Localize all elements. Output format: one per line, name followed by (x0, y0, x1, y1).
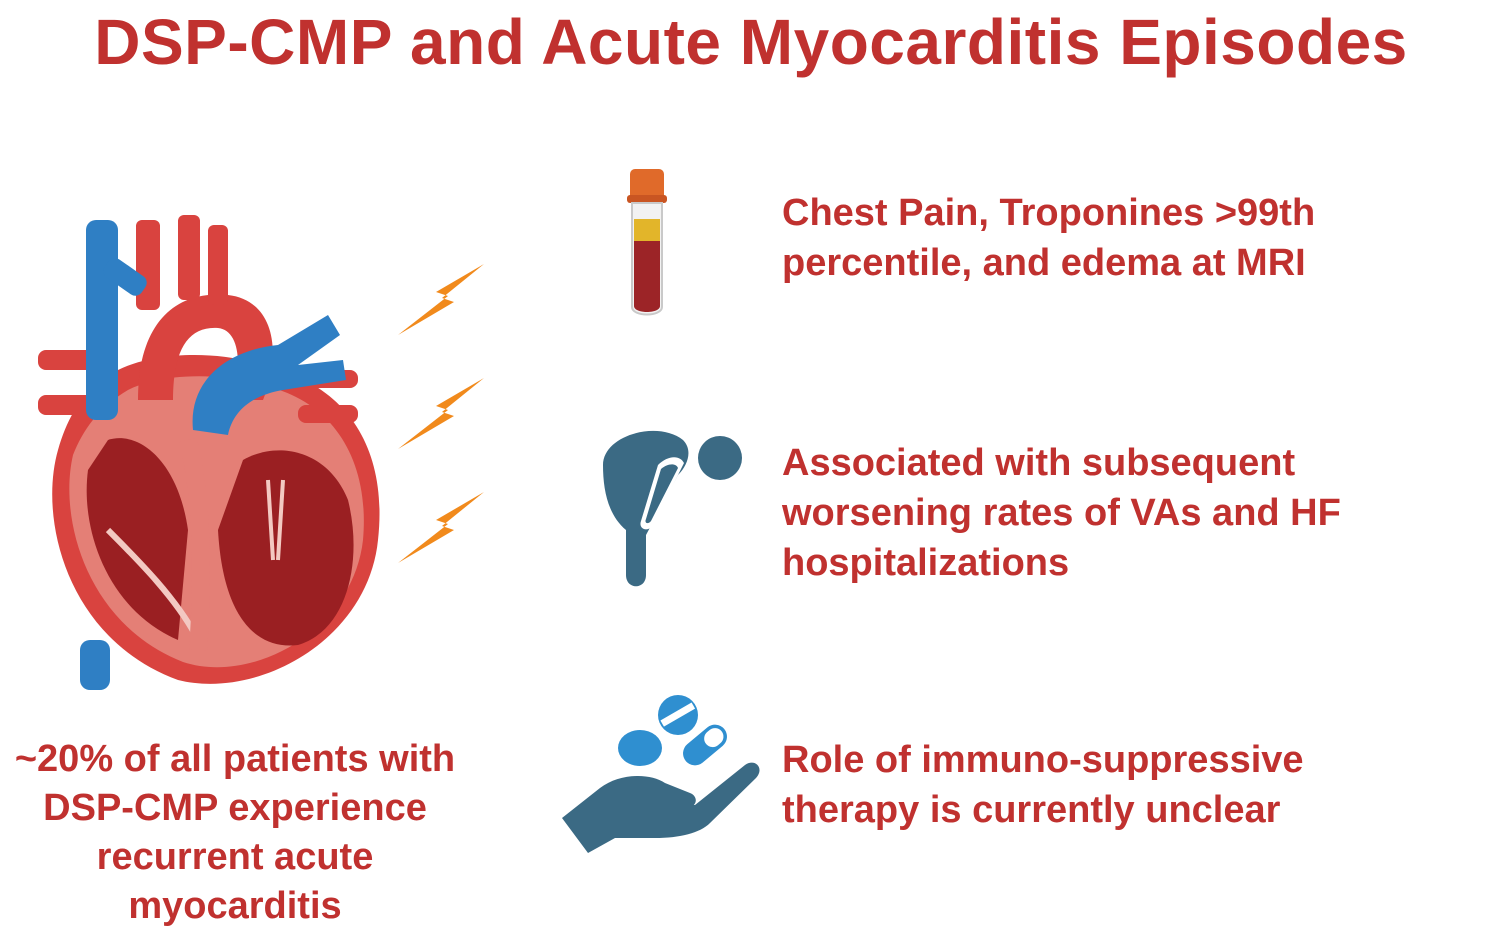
left-caption-line: ~20% of all patients with (14, 738, 456, 780)
blood-tube-icon (627, 169, 667, 316)
item-text-line: therapy is currently unclear (782, 789, 1281, 831)
heart-illustration (38, 215, 380, 690)
hand-pills-icon (562, 695, 760, 853)
item-text-line: percentile, and edema at MRI (782, 242, 1306, 284)
item-text-line: Associated with subsequent (782, 442, 1296, 484)
item-chest-pain-text: Chest Pain, Troponines >99th percentile,… (782, 188, 1315, 288)
item-text-line: Chest Pain, Troponines >99th (782, 192, 1316, 234)
item-text-line: Role of immuno-suppressive (782, 739, 1304, 781)
lightning-bolt-icon (398, 378, 484, 449)
item-text-line: hospitalizations (782, 542, 1070, 584)
bent-person-icon (603, 430, 742, 587)
page-title: DSP-CMP and Acute Myocarditis Episodes (94, 6, 1408, 78)
left-caption-line: recurrent acute (96, 836, 374, 878)
left-caption: ~20% of all patients with DSP-CMP experi… (0, 735, 470, 931)
item-associated-text: Associated with subsequent worsening rat… (782, 438, 1341, 588)
item-text-line: worsening rates of VAs and HF (782, 492, 1341, 534)
left-caption-line: myocarditis (128, 885, 342, 927)
item-role-text: Role of immuno-suppressive therapy is cu… (782, 735, 1304, 835)
left-caption-line: DSP-CMP experience (43, 787, 427, 829)
lightning-bolt-icon (398, 492, 484, 563)
lightning-bolt-icon (398, 264, 484, 335)
